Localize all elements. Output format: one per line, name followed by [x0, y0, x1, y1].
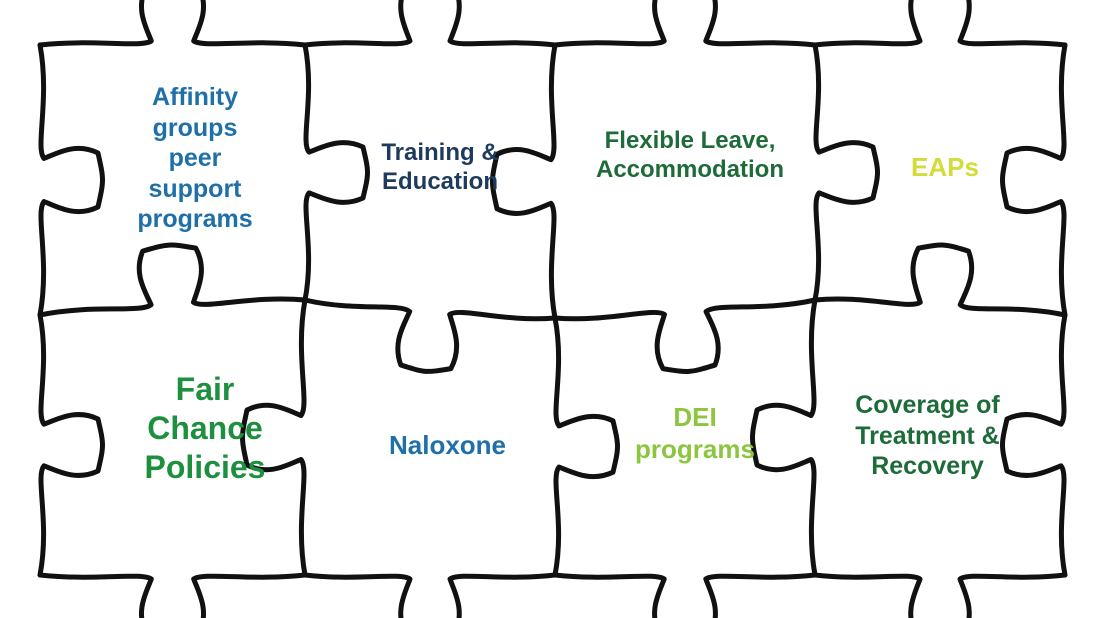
piece-affinity-line-2: groups — [152, 113, 238, 142]
piece-affinity-line-3: peer — [168, 144, 222, 172]
edge-top-1 — [37, 0, 308, 48]
edge-vertical-lower-1 — [37, 312, 105, 578]
piece-naloxone-label: Naloxone — [365, 430, 530, 462]
edge-middle-3 — [552, 297, 818, 374]
piece-training-label: Training & Education — [355, 138, 525, 197]
piece-affinity-label: Affinity groups peer support programs — [110, 82, 280, 235]
edge-middle-4 — [812, 242, 1068, 318]
edge-vertical-upper-4 — [812, 42, 880, 303]
edge-vertical-upper-1 — [37, 42, 105, 318]
piece-fair-chance-line-1: Fair — [175, 371, 235, 407]
piece-dei-label: DEI programs — [615, 402, 775, 465]
edge-vertical-lower-5 — [1000, 312, 1068, 578]
piece-coverage-label: Coverage of Treatment & Recovery — [825, 390, 1030, 482]
piece-training-line-2: Education — [381, 168, 498, 196]
piece-naloxone-line-1: Naloxone — [388, 430, 507, 460]
piece-eaps-label: EAPs — [870, 152, 1020, 184]
edge-top-3 — [552, 0, 818, 48]
piece-affinity-line-4: support — [148, 174, 242, 203]
edge-vertical-lower-3 — [552, 315, 620, 578]
edge-bottom-1 — [37, 572, 308, 618]
piece-flexible-label: Flexible Leave, Accommodation — [565, 126, 815, 185]
edge-top-2 — [302, 0, 558, 48]
piece-affinity-line-1: Affinity — [151, 83, 239, 111]
piece-fair-chance-line-3: Policies — [144, 449, 266, 486]
edge-vertical-lower-2 — [240, 297, 308, 578]
piece-fair-chance-line-2: Chance — [147, 410, 263, 447]
piece-dei-line-2: programs — [635, 433, 755, 464]
piece-training-line-1: Training & — [381, 139, 499, 166]
piece-affinity-line-5: programs — [137, 205, 253, 233]
piece-coverage-line-2: Treatment & — [855, 421, 1000, 450]
piece-flexible-line-2: Accommodation — [595, 156, 784, 184]
edge-bottom-2 — [302, 572, 558, 618]
edge-middle-1 — [37, 242, 308, 318]
piece-dei-line-1: DEI — [673, 402, 717, 432]
edge-vertical-upper-2 — [302, 42, 370, 303]
piece-coverage-line-1: Coverage of — [855, 391, 1000, 419]
piece-flexible-line-1: Flexible Leave, — [604, 127, 776, 154]
edge-vertical-upper-5 — [1000, 42, 1068, 318]
piece-eaps-line-1: EAPs — [911, 152, 979, 182]
edge-bottom-3 — [552, 572, 818, 618]
edge-middle-2 — [302, 297, 558, 374]
piece-coverage-line-3: Recovery — [871, 452, 984, 480]
edge-vertical-upper-3 — [490, 42, 558, 321]
piece-fair-chance-label: Fair Chance Policies — [105, 370, 305, 487]
edge-vertical-lower-4 — [750, 297, 818, 578]
edge-top-4 — [812, 0, 1068, 48]
edge-bottom-4 — [812, 572, 1068, 618]
